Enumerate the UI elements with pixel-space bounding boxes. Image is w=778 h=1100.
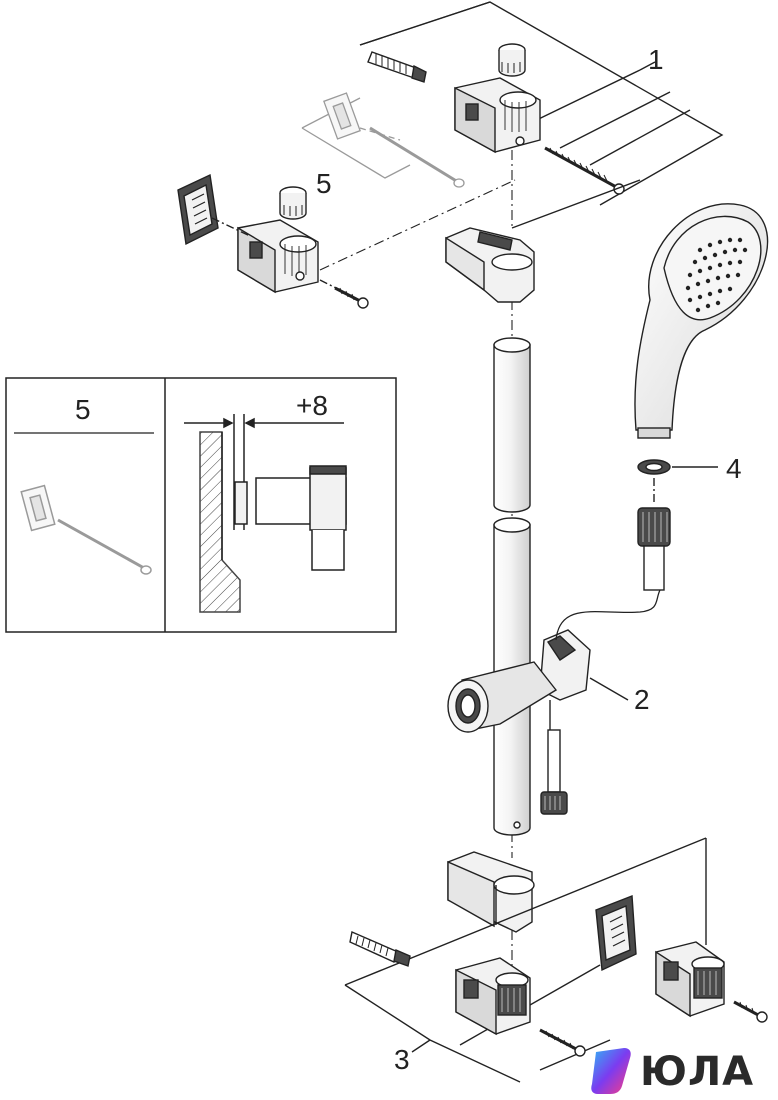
wall-screw-top bbox=[544, 146, 625, 195]
callout-1-frame bbox=[359, 1, 724, 206]
brand-name: ЮЛА bbox=[640, 1049, 755, 1095]
set-screw-left bbox=[334, 286, 369, 309]
inset-offset-label: +8 bbox=[296, 390, 328, 421]
top-bracket-assembly bbox=[359, 1, 724, 206]
alt-plug-set-top bbox=[301, 92, 465, 188]
bracket-cap-top bbox=[498, 43, 526, 77]
callout-3: 3 bbox=[394, 1044, 410, 1075]
hand-shower bbox=[634, 203, 769, 439]
set-screw-right bbox=[733, 1000, 768, 1023]
callout-1: 1 bbox=[648, 44, 664, 75]
slider-assembly bbox=[447, 589, 661, 735]
hose-top-nut bbox=[637, 478, 671, 591]
inset-bracket bbox=[234, 465, 347, 571]
anchor-bolt-bottom bbox=[349, 931, 411, 967]
wall-bracket-top bbox=[454, 77, 541, 154]
wall-plug-left bbox=[177, 173, 219, 246]
callout-5-top: 5 bbox=[316, 168, 332, 199]
wall-bracket-bottom bbox=[455, 957, 531, 1036]
bottom-bracket-assembly bbox=[344, 837, 768, 1083]
brand-watermark: ЮЛА bbox=[596, 1047, 776, 1097]
lower-rod-holder bbox=[447, 851, 535, 933]
upper-rod bbox=[493, 337, 531, 513]
wall-plug-right bbox=[595, 895, 637, 972]
inset-label-5: 5 bbox=[75, 394, 91, 425]
inset-plug-screw bbox=[20, 484, 152, 575]
wall-screw-bottom bbox=[539, 1028, 586, 1057]
left-bracket-assembly bbox=[177, 173, 369, 309]
brand-logo-icon bbox=[591, 1048, 631, 1094]
anchor-bolt-top bbox=[367, 51, 427, 83]
wall-bracket-right bbox=[655, 941, 725, 1018]
detail-inset-panel bbox=[5, 377, 397, 633]
callout-2: 2 bbox=[634, 684, 650, 715]
callout-4: 4 bbox=[726, 453, 742, 484]
hose-nut bbox=[540, 729, 568, 815]
upper-rod-holder bbox=[445, 179, 641, 303]
inset-dimension bbox=[184, 417, 344, 429]
washer bbox=[637, 459, 718, 475]
spray-face bbox=[685, 237, 748, 313]
wall-bracket-left bbox=[237, 219, 319, 294]
bracket-cap-left bbox=[279, 186, 307, 220]
